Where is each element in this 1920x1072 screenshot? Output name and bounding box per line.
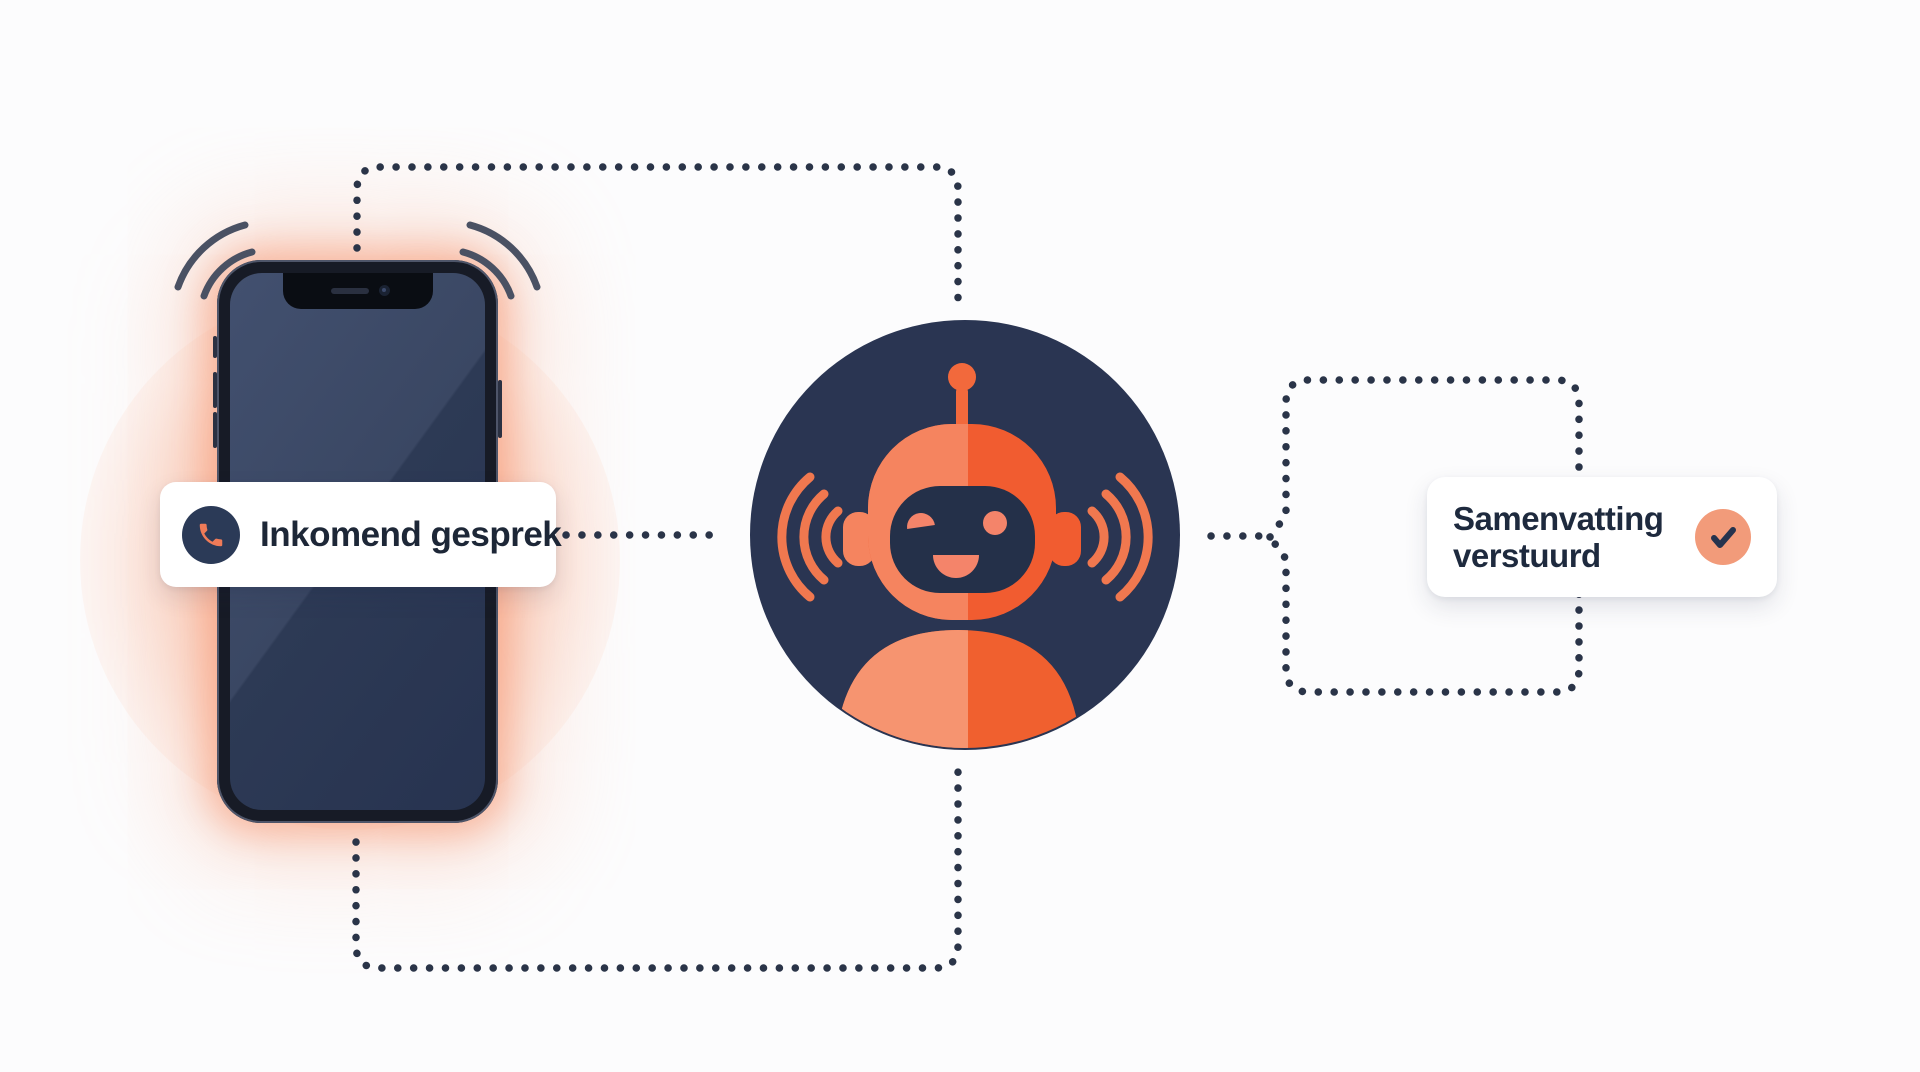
robot-body xyxy=(835,630,1081,748)
robot-avatar xyxy=(750,320,1180,750)
phone-volume-up-button xyxy=(213,372,217,408)
summary-label: Samenvatting verstuurd xyxy=(1453,500,1695,574)
check-icon xyxy=(1695,509,1751,565)
incoming-call-label: Inkomend gesprek xyxy=(260,514,562,554)
phone-volume-down-button xyxy=(213,412,217,448)
robot-ear-right xyxy=(1049,512,1081,566)
robot-eye-right xyxy=(983,511,1007,535)
robot-ear-left xyxy=(843,512,875,566)
flow-line-bottom xyxy=(352,756,962,972)
robot-eye-wink-left xyxy=(907,513,935,529)
speech-bubble-outline xyxy=(1265,376,1583,696)
robot-antenna xyxy=(948,363,976,432)
summary-card: Samenvatting verstuurd xyxy=(1427,477,1777,597)
summary-label-line1: Samenvatting xyxy=(1453,500,1664,537)
sound-waves-left-icon xyxy=(777,472,843,602)
flow-line-top xyxy=(353,163,962,311)
robot-mouth xyxy=(933,555,979,578)
vibration-arcs-right xyxy=(459,221,541,300)
phone-camera xyxy=(378,285,390,296)
phone-mute-switch xyxy=(213,336,217,358)
incoming-call-card: Inkomend gesprek xyxy=(160,482,562,587)
sound-waves-right-icon xyxy=(1087,472,1153,602)
summary-label-line2: verstuurd xyxy=(1453,537,1601,574)
vibration-arcs-left xyxy=(174,221,256,300)
phone-speaker xyxy=(330,288,369,294)
phone-notch xyxy=(282,273,433,309)
phone-power-button xyxy=(498,380,502,438)
phone-icon xyxy=(182,505,240,564)
